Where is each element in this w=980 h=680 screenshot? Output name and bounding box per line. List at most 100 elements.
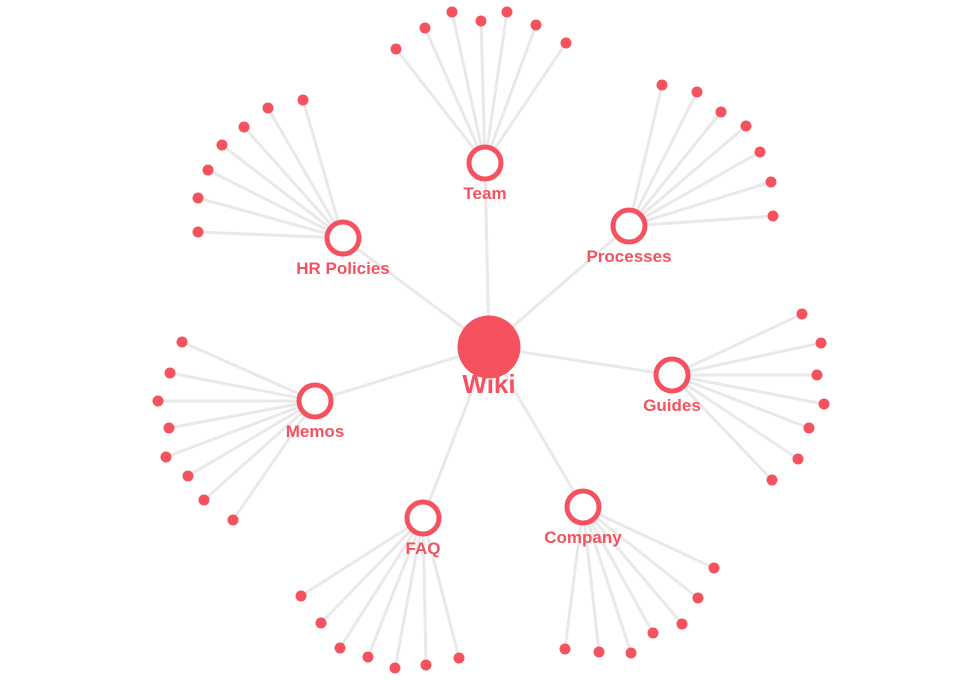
edge-company-leaf-0: [581, 505, 716, 570]
leaf-node-guides-3[interactable]: [818, 398, 830, 410]
leaf-node-company-4[interactable]: [625, 647, 637, 659]
edge-faq-leaf-5: [421, 516, 428, 667]
edge-hr-policies-leaf-0: [301, 98, 345, 240]
edge-processes-leaf-4: [627, 150, 762, 228]
leaf-node-processes-1[interactable]: [691, 86, 703, 98]
branch-node-hr-policies[interactable]: [324, 219, 362, 257]
branch-node-processes[interactable]: [610, 207, 648, 245]
edge-hr-policies-leaf-3: [220, 143, 345, 240]
edge-processes-leaf-5: [627, 180, 773, 228]
edge-memos-leaf-5: [186, 399, 317, 478]
edge-company-leaf-6: [563, 505, 585, 651]
edge-faq-leaf-4: [393, 516, 425, 670]
leaf-node-faq-1[interactable]: [315, 617, 327, 629]
leaf-node-company-5[interactable]: [593, 646, 605, 658]
branch-label-team: Team: [463, 184, 506, 203]
leaf-node-processes-6[interactable]: [767, 210, 779, 222]
leaf-node-team-4[interactable]: [501, 6, 513, 18]
branch-label-company: Company: [544, 528, 622, 547]
branch-node-company[interactable]: [564, 488, 602, 526]
leaf-node-hr-policies-1[interactable]: [262, 102, 274, 114]
leaf-node-team-6[interactable]: [560, 37, 572, 49]
leaf-node-guides-6[interactable]: [766, 474, 778, 486]
edge-faq-leaf-6: [421, 516, 461, 660]
leaf-node-hr-policies-6[interactable]: [192, 226, 204, 238]
edge-processes-leaf-2: [627, 110, 723, 228]
leaf-node-processes-0[interactable]: [656, 79, 668, 91]
leaf-node-company-1[interactable]: [692, 592, 704, 604]
leaf-node-team-0[interactable]: [390, 43, 402, 55]
leaf-node-hr-policies-5[interactable]: [192, 192, 204, 204]
leaf-node-hr-policies-3[interactable]: [216, 139, 228, 151]
leaf-node-team-3[interactable]: [475, 15, 487, 27]
edge-team-leaf-5: [483, 23, 538, 165]
leaf-node-guides-1[interactable]: [815, 337, 827, 349]
leaf-node-team-5[interactable]: [530, 19, 542, 31]
leaf-node-team-2[interactable]: [446, 6, 458, 18]
edge-guides-leaf-0: [670, 312, 804, 377]
leaf-node-faq-4[interactable]: [389, 662, 401, 674]
leaf-node-hr-policies-0[interactable]: [297, 94, 309, 106]
leaf-node-guides-4[interactable]: [803, 422, 815, 434]
edge-faq-leaf-2: [338, 516, 425, 650]
edge-processes-leaf-1: [627, 90, 699, 228]
leaf-node-company-3[interactable]: [647, 627, 659, 639]
leaf-node-faq-6[interactable]: [453, 652, 465, 664]
leaf-node-memos-6[interactable]: [198, 494, 210, 506]
leaf-node-memos-5[interactable]: [182, 470, 194, 482]
branch-label-guides: Guides: [643, 396, 701, 415]
center-node-wiki[interactable]: [457, 315, 521, 379]
leaf-node-memos-0[interactable]: [176, 336, 188, 348]
leaf-node-processes-2[interactable]: [715, 106, 727, 118]
leaf-node-memos-4[interactable]: [160, 451, 172, 463]
leaf-node-company-6[interactable]: [559, 643, 571, 655]
leaf-node-team-1[interactable]: [419, 22, 431, 34]
branch-node-guides[interactable]: [653, 356, 691, 394]
leaf-node-processes-5[interactable]: [765, 176, 777, 188]
leaf-node-guides-0[interactable]: [796, 308, 808, 320]
edge-hr-policies-leaf-5: [196, 196, 345, 240]
edge-guides-leaf-5: [670, 373, 800, 461]
leaf-node-faq-2[interactable]: [334, 642, 346, 654]
leaf-node-processes-3[interactable]: [740, 120, 752, 132]
edge-processes-leaf-0: [627, 83, 664, 228]
leaf-node-memos-2[interactable]: [152, 395, 164, 407]
edge-memos-leaf-7: [231, 399, 317, 522]
edge-guides-leaf-4: [670, 373, 811, 430]
edge-team-leaf-4: [483, 10, 509, 165]
edge-faq-leaf-3: [366, 516, 425, 659]
edge-hr-policies-leaf-6: [196, 230, 345, 240]
branch-label-memos: Memos: [286, 422, 345, 441]
edge-team-leaf-2: [450, 10, 487, 165]
leaf-node-company-0[interactable]: [708, 562, 720, 574]
leaf-node-memos-3[interactable]: [163, 422, 175, 434]
edge-guides-leaf-6: [670, 373, 774, 482]
leaf-node-faq-0[interactable]: [295, 590, 307, 602]
edge-company-leaf-1: [581, 505, 700, 600]
leaf-node-faq-3[interactable]: [362, 651, 374, 663]
leaf-node-guides-2[interactable]: [811, 369, 823, 381]
leaf-node-processes-4[interactable]: [754, 146, 766, 158]
edge-faq-leaf-1: [319, 516, 425, 625]
edge-guides-leaf-1: [670, 341, 823, 377]
leaf-node-guides-5[interactable]: [792, 453, 804, 465]
branch-node-faq[interactable]: [404, 499, 442, 537]
branch-node-team[interactable]: [466, 144, 504, 182]
leaf-node-memos-7[interactable]: [227, 514, 239, 526]
edge-memos-leaf-3: [167, 399, 317, 430]
edge-company-leaf-2: [581, 505, 684, 626]
leaf-node-faq-5[interactable]: [420, 659, 432, 671]
leaf-node-hr-policies-2[interactable]: [238, 121, 250, 133]
edge-faq-leaf-0: [299, 516, 425, 598]
leaf-node-company-2[interactable]: [676, 618, 688, 630]
leaf-node-hr-policies-4[interactable]: [202, 164, 214, 176]
branch-node-memos[interactable]: [296, 382, 334, 420]
edge-company-leaf-5: [581, 505, 601, 654]
edge-team-leaf-3: [479, 19, 487, 165]
leaf-node-memos-1[interactable]: [164, 367, 176, 379]
edge-memos-leaf-1: [168, 371, 317, 403]
edge-hr-policies-leaf-4: [206, 168, 345, 240]
center-label-wiki: Wiki: [462, 369, 515, 399]
